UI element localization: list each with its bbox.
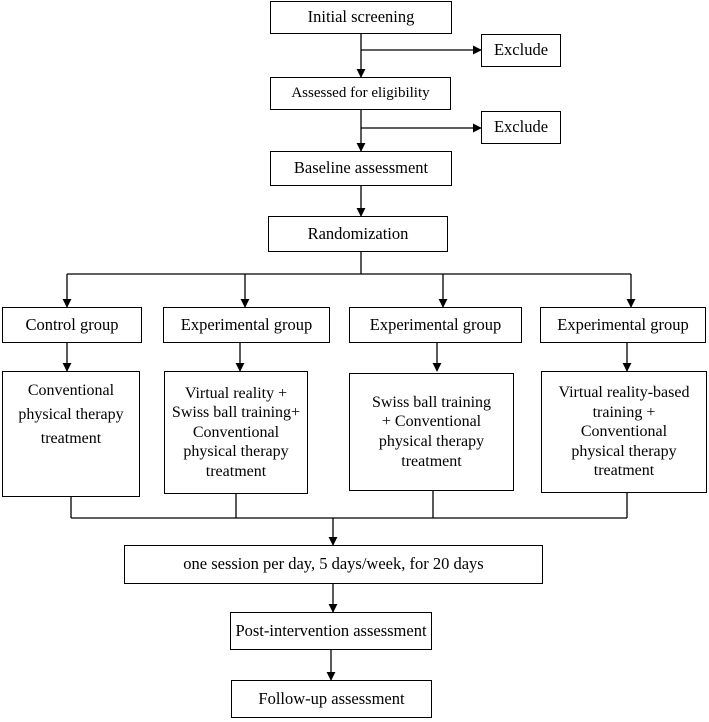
group-box-4: Experimental group xyxy=(540,307,706,343)
post-intervention-label: Post-intervention assessment xyxy=(235,620,427,640)
treatment-label-4: Virtual reality-based training + Convent… xyxy=(558,384,690,480)
group-label-3: Experimental group xyxy=(369,314,502,334)
exclude-label-1: Exclude xyxy=(493,40,549,60)
assessed-eligibility-box: Assessed for eligibility xyxy=(270,77,451,110)
treatment-box-2: Virtual reality + Swiss ball training+ C… xyxy=(164,371,308,494)
randomization-label: Randomization xyxy=(307,223,409,243)
treatment-label-2: Virtual reality + Swiss ball training+ C… xyxy=(171,384,301,480)
follow-up-label: Follow-up assessment xyxy=(258,688,405,708)
exclude-box-1: Exclude xyxy=(481,34,561,67)
group-label-4: Experimental group xyxy=(557,314,689,334)
exclude-label-2: Exclude xyxy=(493,117,549,137)
treatment-box-4: Virtual reality-based training + Convent… xyxy=(541,371,707,493)
treatment-label-1: Conventional physical therapy treatment xyxy=(18,382,124,447)
group-box-3: Experimental group xyxy=(349,307,522,343)
exclude-box-2: Exclude xyxy=(481,111,561,144)
group-label-2: Experimental group xyxy=(180,314,313,334)
treatment-box-3: Swiss ball training + Conventional physi… xyxy=(349,373,514,491)
post-intervention-box: Post-intervention assessment xyxy=(230,612,432,650)
group-box-1: Control group xyxy=(2,307,142,343)
baseline-assessment-label: Baseline assessment xyxy=(293,158,429,178)
initial-screening-box: Initial screening xyxy=(270,1,452,34)
baseline-assessment-box: Baseline assessment xyxy=(270,151,452,186)
follow-up-box: Follow-up assessment xyxy=(231,680,432,718)
session-schedule-label: one session per day, 5 days/week, for 20… xyxy=(183,554,484,574)
randomization-box: Randomization xyxy=(268,216,448,252)
treatment-label-3: Swiss ball training + Conventional physi… xyxy=(371,393,492,470)
group-box-2: Experimental group xyxy=(163,307,330,343)
treatment-box-1: Conventional physical therapy treatment xyxy=(2,371,140,497)
assessed-eligibility-label: Assessed for eligibility xyxy=(291,85,430,102)
initial-screening-label: Initial screening xyxy=(307,7,415,27)
group-label-1: Control group xyxy=(25,314,119,334)
session-schedule-box: one session per day, 5 days/week, for 20… xyxy=(124,545,543,584)
